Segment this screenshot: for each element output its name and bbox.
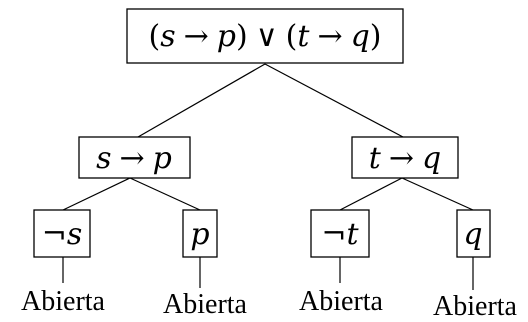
leaf-formula-q: q [463, 217, 482, 252]
edge-right-leaf3 [339, 177, 403, 211]
left-node-box [78, 136, 191, 179]
leaf-box-not-s [33, 209, 91, 258]
right-node-box [351, 136, 459, 179]
leaf-box-p [182, 209, 218, 258]
root-formula: (s→p)∨(t→q) [148, 19, 381, 54]
edge-left-leaf1 [62, 177, 131, 211]
root-node-box [126, 8, 404, 64]
leaf-formula-not-t: ¬t [321, 217, 359, 252]
leaf-box-q [456, 209, 491, 258]
status-label-3: Abierta [299, 286, 384, 317]
leaf-box-not-t [310, 209, 370, 258]
edge-left-leaf2 [129, 177, 201, 211]
status-label-2: Abierta [163, 289, 248, 320]
leaf-formula-not-s: ¬s [42, 217, 83, 252]
status-label-1: Abierta [21, 286, 106, 317]
status-label-4: Abierta [433, 291, 518, 322]
leaf-formula-p: p [190, 217, 209, 252]
left-formula: s→p [96, 141, 172, 176]
right-formula: t→q [369, 141, 441, 176]
edge-root-left [137, 63, 266, 138]
edge-right-leaf4 [401, 177, 474, 211]
edge-root-right [264, 63, 404, 138]
